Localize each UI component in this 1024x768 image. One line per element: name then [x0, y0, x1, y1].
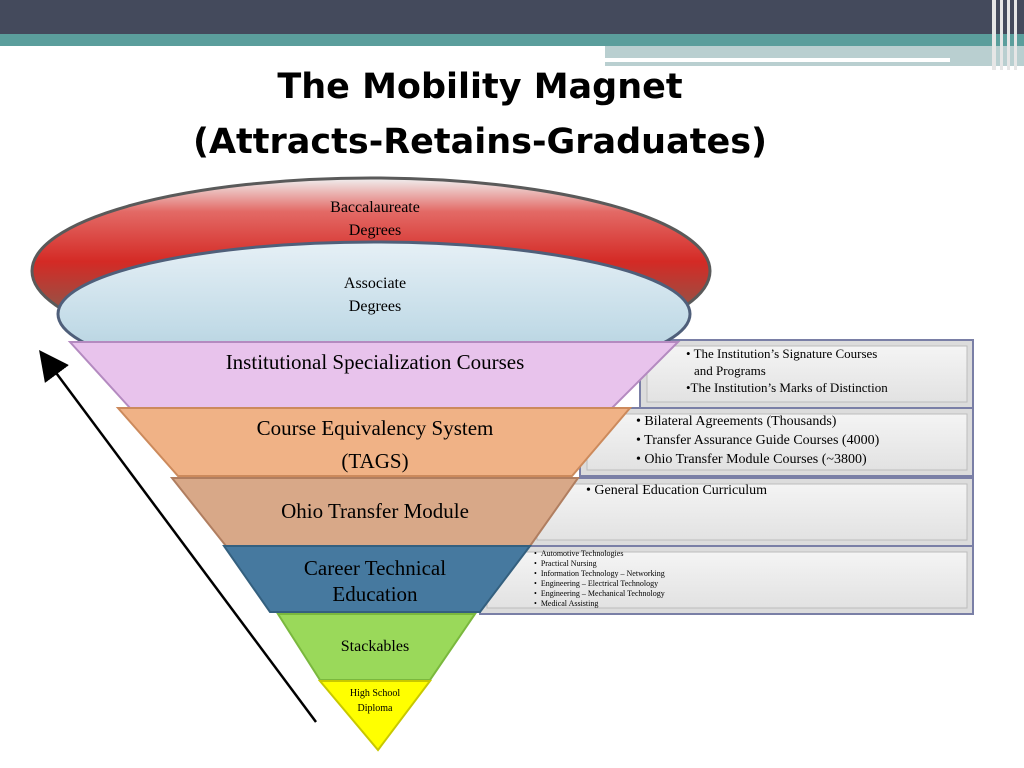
side-item-text: Automotive Technologies	[540, 549, 624, 558]
side-box-career-technical-text: • Automotive Technologies • Practical Nu…	[534, 549, 834, 609]
side-item-text: Practical Nursing	[540, 559, 597, 568]
band-career-technical	[222, 545, 533, 613]
side-item: • Bilateral Agreements (Thousands)	[636, 414, 837, 429]
side-item: • Engineering – Electrical Technology	[534, 579, 659, 588]
side-box-course-equivalency-text: • Bilateral Agreements (Thousands) • Tra…	[636, 412, 966, 469]
side-box-ohio-module-text: • General Education Curriculum	[586, 481, 946, 500]
side-item: • General Education Curriculum	[586, 483, 768, 498]
side-item: • Information Technology – Networking	[534, 569, 665, 578]
label-associate: Associate Degrees	[343, 275, 407, 315]
side-item: • Ohio Transfer Module Courses (~3800)	[636, 452, 867, 467]
side-item: • The Institution’s Signature Courses	[686, 346, 878, 361]
side-item: • Engineering – Mechanical Technology	[534, 589, 665, 598]
side-item: • Transfer Assurance Guide Courses (4000…	[636, 433, 880, 448]
side-box-course-equivalency	[579, 407, 974, 477]
label-high-school: High School Diploma	[349, 688, 401, 714]
arrow-up-icon	[39, 349, 318, 723]
side-item: • Medical Assisting	[534, 599, 599, 608]
band-course-equivalency	[115, 407, 633, 477]
side-item-text: Engineering – Mechanical Technology	[540, 589, 665, 598]
label-course-equivalency: Course Equivalency System (TAGS)	[200, 412, 550, 478]
side-item: and Programs	[694, 363, 766, 378]
side-item: • Practical Nursing	[534, 559, 597, 568]
side-item: •The Institution’s Marks of Distinction	[686, 380, 888, 395]
label-baccalaureate: Baccalaureate Degrees	[330, 199, 420, 239]
side-item-text: Information Technology – Networking	[540, 569, 665, 578]
side-item-text: Medical Assisting	[540, 599, 599, 608]
label-ohio-module: Ohio Transfer Module	[281, 499, 469, 523]
header-band	[0, 0, 1024, 70]
side-box-institutional	[639, 339, 974, 409]
side-box-institutional-text: • The Institution’s Signature Courses an…	[686, 345, 971, 396]
label-stackables: Stackables	[340, 638, 410, 655]
page-title: The Mobility Magnet (Attracts-Retains-Gr…	[180, 60, 780, 170]
band-high-school	[317, 680, 433, 752]
side-item: • Automotive Technologies	[534, 549, 624, 558]
label-course-equivalency-line-1: Course Equivalency System	[256, 416, 494, 440]
title-line-1: The Mobility Magnet	[277, 67, 683, 107]
side-box-career-technical	[479, 545, 974, 615]
title-line-2: (Attracts-Retains-Graduates)	[192, 122, 768, 162]
label-career-technical: Career Technical Education	[303, 556, 447, 606]
side-item-text: Engineering – Electrical Technology	[540, 579, 659, 588]
label-institutional: Institutional Specialization Courses	[225, 350, 525, 374]
label-course-equivalency-line-2: (TAGS)	[341, 449, 409, 473]
